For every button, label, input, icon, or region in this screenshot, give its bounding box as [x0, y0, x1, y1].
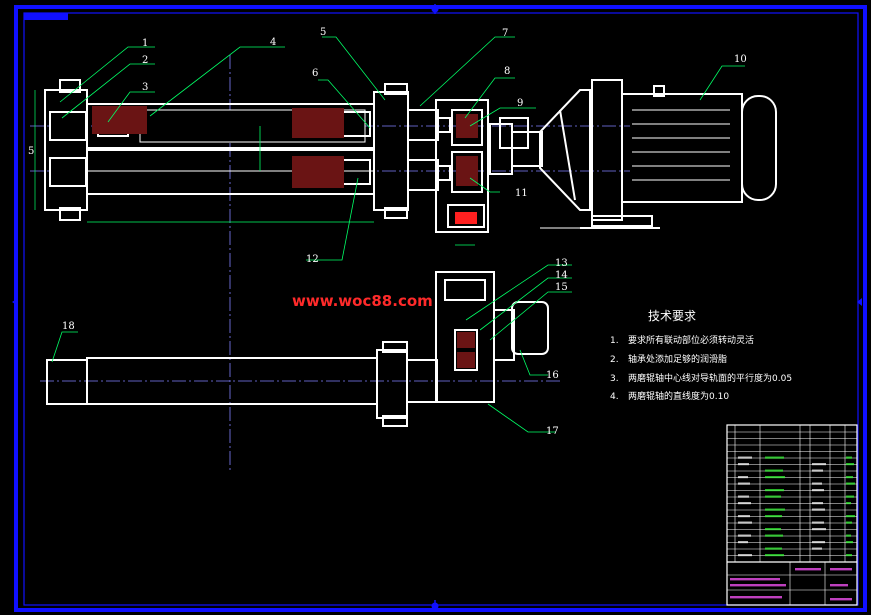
balloon-5b: 5 [320, 27, 326, 38]
balloon-12: 12 [306, 254, 319, 265]
lower-view [40, 271, 560, 427]
tech-req-index-4: 4. [610, 392, 619, 402]
title-block-entry-mark [830, 584, 848, 587]
parts-list-entry-mark [846, 476, 853, 479]
balloon-6: 6 [312, 68, 318, 79]
parts-list-entry-mark [765, 495, 781, 498]
parts-list-entry-mark [765, 476, 785, 479]
parts-list-entry-mark [738, 515, 750, 518]
parts-list-entry-mark [812, 528, 826, 531]
parts-list-entry-mark [738, 554, 752, 557]
balloon-11: 11 [515, 188, 528, 199]
balloon-13: 13 [555, 258, 568, 269]
parts-list-entry-mark [738, 502, 751, 505]
balloon-10: 10 [734, 54, 747, 65]
parts-list-entry-mark [846, 482, 855, 485]
tech-req-text-3: 两磨辊轴中心线对导轨面的平行度为0.05 [628, 372, 792, 384]
balloon-16: 16 [546, 370, 559, 381]
part-balloons: 1 2 3 4 5 5 6 7 8 9 10 11 12 13 14 15 16… [28, 27, 747, 437]
parts-list-entry-mark [812, 541, 825, 544]
balloon-18: 18 [62, 321, 75, 332]
parts-list-entry-mark [765, 547, 782, 550]
parts-list-entry-mark [765, 534, 783, 537]
parts-list-entry-mark [846, 521, 852, 524]
balloon-7: 7 [502, 28, 508, 39]
tech-req-index-1: 1. [610, 336, 619, 346]
title-block-entry-mark [830, 568, 852, 571]
parts-list-entry-mark [812, 547, 822, 550]
balloon-14: 14 [555, 270, 568, 281]
parts-list-entry-mark [846, 502, 851, 505]
balloon-1: 1 [142, 38, 148, 49]
parts-list-entry-mark [846, 456, 852, 459]
parts-list-title-block [726, 424, 858, 606]
parts-list-entry-mark [812, 508, 825, 511]
title-block-entry-mark [795, 568, 821, 571]
title-block-entry-mark [830, 598, 852, 601]
parts-list-entry-mark [812, 502, 823, 505]
parts-list-entry-mark [812, 489, 824, 492]
parts-list-entry-mark [812, 463, 826, 466]
balloon-15: 15 [555, 282, 568, 293]
parts-list-entry-mark [846, 534, 851, 537]
tech-req-index-2: 2. [610, 355, 619, 365]
parts-list-entry-mark [812, 469, 823, 472]
title-block-entry-mark [730, 596, 782, 599]
parts-list-entry-mark [738, 541, 748, 544]
parts-list-entry-mark [765, 515, 782, 518]
drawing-frame [12, 4, 867, 612]
tech-req-index-3: 3. [610, 374, 619, 384]
parts-list-entry-mark [738, 495, 749, 498]
tech-req-title: 技术要求 [648, 309, 696, 323]
parts-list-entry-mark [765, 554, 784, 557]
parts-list-entry-mark [846, 515, 855, 518]
parts-list-entry-mark [765, 508, 785, 511]
balloon-4: 4 [270, 37, 276, 48]
parts-list-entry-mark [738, 534, 751, 537]
balloon-9: 9 [517, 98, 523, 109]
parts-list-entry-mark [765, 489, 784, 492]
parts-list-entry-mark [738, 476, 748, 479]
parts-list-entry-mark [765, 528, 781, 531]
tech-req-text-1: 要求所有联动部位必须转动灵活 [628, 334, 754, 346]
parts-list-entry-mark [765, 456, 784, 459]
parts-list-entry-mark [846, 495, 854, 498]
tech-req-text-2: 轴承处添加足够的润滑脂 [628, 353, 727, 365]
parts-list-entry-mark [846, 463, 854, 466]
leader-lines [51, 36, 745, 433]
tech-req-text-4: 两磨辊轴的直线度为0.10 [628, 390, 729, 402]
balloon-2: 2 [142, 55, 148, 66]
balloon-8: 8 [504, 66, 510, 77]
parts-list-entry-mark [846, 541, 853, 544]
watermark: www.woc88.com [292, 292, 433, 310]
title-block-entry-mark [730, 584, 786, 587]
parts-list-entry-mark [738, 463, 749, 466]
balloon-17: 17 [546, 426, 559, 437]
balloon-5: 5 [28, 146, 34, 157]
parts-list-entry-mark [765, 469, 783, 472]
parts-list-entry-mark [846, 554, 852, 557]
technical-requirements: 技术要求 1. 要求所有联动部位必须转动灵活 2. 轴承处添加足够的润滑脂 3.… [610, 309, 792, 402]
parts-list-entry-mark [812, 521, 824, 524]
title-block-entry-mark [730, 578, 780, 581]
parts-list-entry-mark [738, 482, 750, 485]
balloon-3: 3 [142, 82, 148, 93]
section-hatching [92, 106, 478, 368]
parts-list-entry-mark [738, 456, 752, 459]
parts-list-entry-mark [812, 482, 822, 485]
parts-list-entry-mark [738, 521, 752, 524]
